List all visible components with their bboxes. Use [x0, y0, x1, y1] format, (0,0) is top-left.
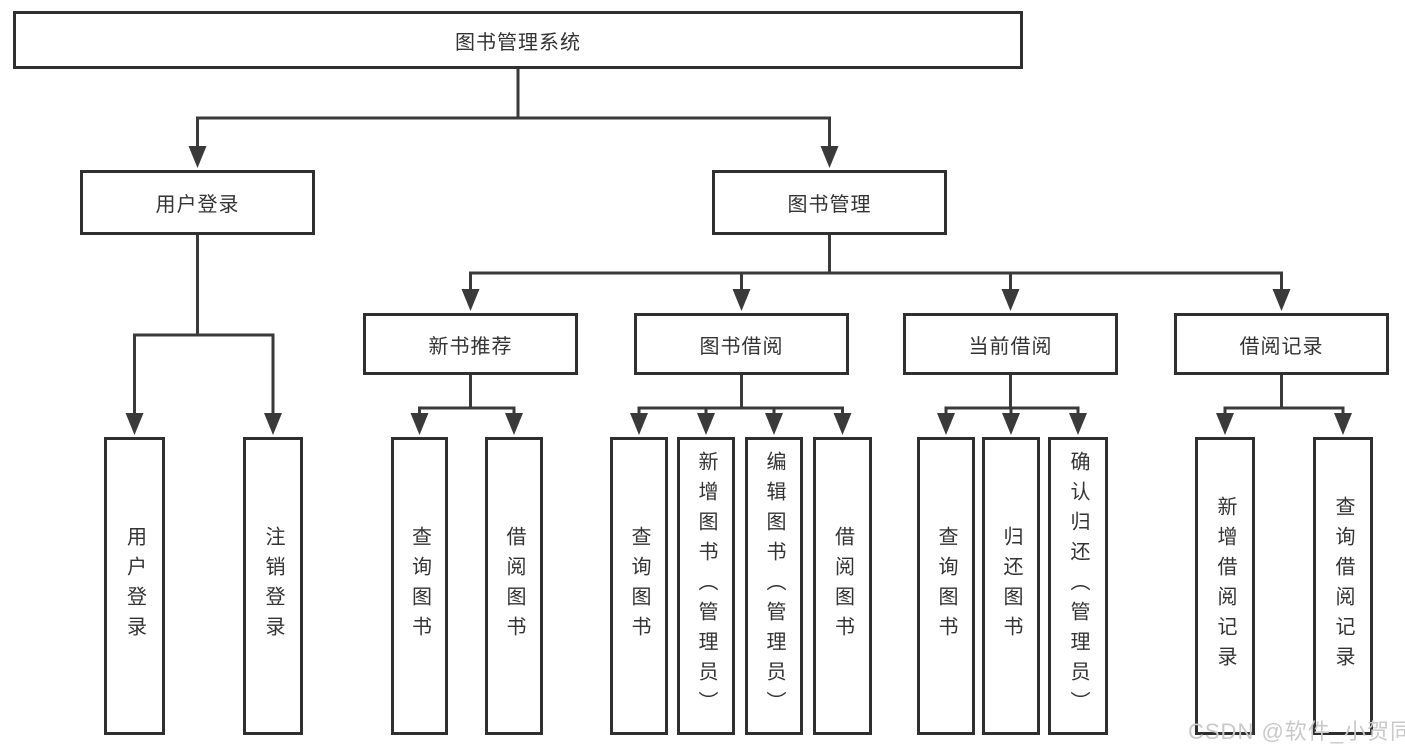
node-label: 新增借阅记录: [1214, 496, 1236, 676]
node-label: 注销登录: [262, 526, 284, 646]
node-label: 借阅记录: [1239, 335, 1324, 358]
node-book-management: 图书管理: [712, 170, 947, 235]
node-label: 归还图书: [1000, 526, 1022, 646]
arrowhead-icons: [125, 146, 1352, 435]
node-label: 图书借阅: [699, 335, 784, 358]
leaf-query-books-current: 查询图书: [917, 437, 975, 735]
node-label: 查询图书: [628, 526, 650, 646]
node-label: 图书管理系统: [455, 31, 581, 54]
node-label: 新书推荐: [428, 335, 513, 358]
node-root: 图书管理系统: [13, 11, 1023, 69]
leaf-logout: 注销登录: [243, 437, 303, 735]
leaf-confirm-return-admin: 确认归还（管理员）: [1048, 437, 1108, 735]
node-current-borrowing: 当前借阅: [903, 313, 1118, 375]
leaf-query-books-recommend: 查询图书: [391, 437, 448, 735]
node-label: 借阅图书: [831, 526, 854, 646]
leaf-user-login: 用户登录: [104, 437, 165, 735]
leaf-borrow-books-recommend: 借阅图书: [485, 437, 543, 735]
leaf-add-borrow-record: 新增借阅记录: [1195, 437, 1255, 735]
node-label: 确认归还（管理员）: [1067, 451, 1089, 721]
node-user-login: 用户登录: [80, 170, 315, 235]
node-label: 新增图书（管理员）: [695, 451, 717, 721]
node-book-borrowing: 图书借阅: [634, 313, 849, 375]
leaf-borrow-books-borrowing: 借阅图书: [813, 437, 872, 735]
node-borrowing-records: 借阅记录: [1174, 313, 1389, 375]
node-label: 查询借阅记录: [1332, 496, 1354, 676]
csdn-watermark: CSDN @软件_小贺同学: [1188, 719, 1405, 744]
node-label: 编辑图书（管理员）: [763, 451, 785, 721]
leaf-add-books-admin: 新增图书（管理员）: [677, 437, 735, 735]
leaf-return-books: 归还图书: [982, 437, 1040, 735]
node-label: 借阅图书: [503, 526, 525, 646]
node-label: 查询图书: [408, 526, 431, 646]
leaf-edit-books-admin: 编辑图书（管理员）: [745, 437, 803, 735]
node-label: 用户登录: [123, 526, 146, 646]
node-label: 图书管理: [787, 194, 872, 216]
node-new-book-recommend: 新书推荐: [363, 313, 578, 375]
node-label: 查询图书: [935, 526, 957, 646]
node-label: 当前借阅: [968, 335, 1053, 358]
node-label: 用户登录: [155, 194, 240, 216]
leaf-query-books-borrowing: 查询图书: [610, 437, 668, 735]
leaf-query-borrow-record: 查询借阅记录: [1313, 437, 1373, 735]
